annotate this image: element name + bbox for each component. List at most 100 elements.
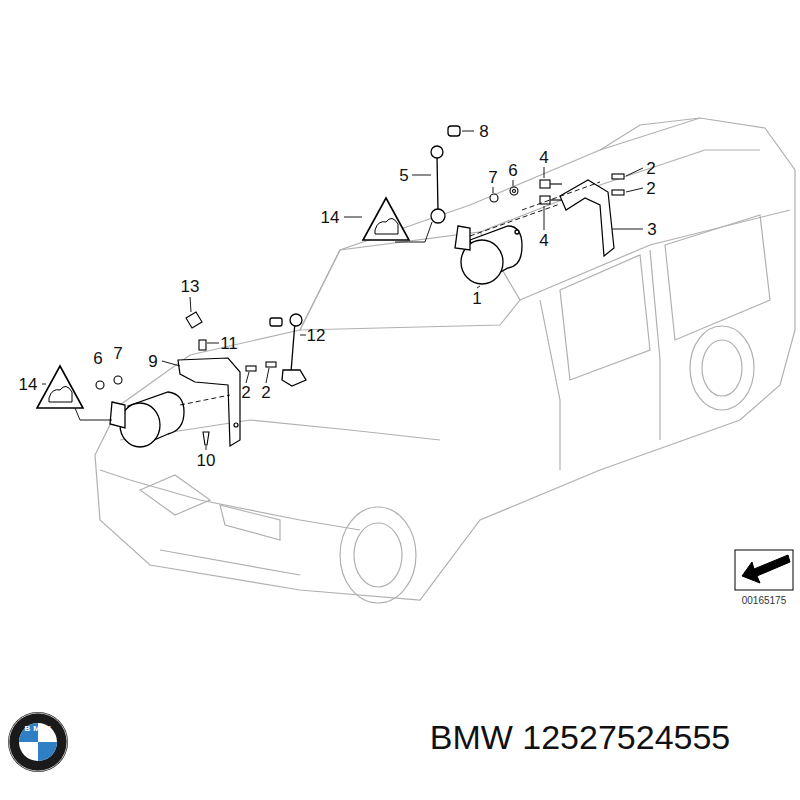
warning-triangle xyxy=(37,198,409,408)
leader-lines-part xyxy=(75,408,112,420)
leader-lines-part xyxy=(190,297,191,312)
bmw-logo-part xyxy=(19,723,57,761)
leader-lines-part xyxy=(206,446,207,450)
callout-number: 7 xyxy=(113,345,122,362)
bracket-part xyxy=(234,423,238,427)
callout-number: 8 xyxy=(479,123,488,140)
car-outline-part xyxy=(354,523,402,587)
screws-part xyxy=(510,187,518,195)
car-outline-part xyxy=(560,255,650,380)
link-rod-part xyxy=(448,126,460,136)
leader-lines-part xyxy=(266,368,269,383)
screws-part xyxy=(96,381,104,389)
fog-lamp-left-part xyxy=(110,402,125,428)
leader-lines-part xyxy=(300,335,306,336)
leader-lines-part xyxy=(513,180,514,186)
screws-part xyxy=(612,174,624,179)
car-outline xyxy=(95,118,795,603)
warning-triangle-part xyxy=(363,198,409,240)
callout-number: 14 xyxy=(19,376,38,393)
car-outline-part xyxy=(540,300,560,470)
leader-lines-part xyxy=(477,286,480,288)
leader-lines-part xyxy=(462,131,474,132)
bracket-part xyxy=(560,180,614,256)
screws-part xyxy=(490,194,498,202)
car-outline-part xyxy=(300,232,520,330)
link-rod-part xyxy=(431,209,445,223)
warning-triangle-part xyxy=(37,366,83,408)
callout-number: 7 xyxy=(488,169,497,186)
link-rod-part xyxy=(290,314,302,326)
bracket xyxy=(178,180,614,446)
fog-lamp-right xyxy=(455,226,522,284)
screws-part xyxy=(246,366,256,371)
screws-part xyxy=(550,199,562,200)
screws-part xyxy=(513,190,516,193)
leader-lines-part xyxy=(626,168,643,176)
car-outline-part xyxy=(520,210,790,300)
car-outline-part xyxy=(340,507,416,603)
leader-lines-part xyxy=(612,229,643,230)
leader-lines-part xyxy=(246,372,249,383)
arrow-symbol-part xyxy=(735,550,793,590)
link-rod-part xyxy=(437,156,438,212)
car-outline-part xyxy=(665,215,770,340)
car-outline-part xyxy=(480,150,760,232)
warning-triangle-part xyxy=(49,386,72,402)
callout-number: 2 xyxy=(646,180,655,197)
link-rod-part xyxy=(431,146,443,158)
leader-lines-part xyxy=(493,187,494,193)
bmw-logo-part xyxy=(8,712,68,772)
callout-number: 6 xyxy=(508,162,517,179)
car-outline-part xyxy=(220,505,280,540)
arrow-symbol-part xyxy=(742,555,790,583)
callout-number: 2 xyxy=(241,384,250,401)
bmw-logo xyxy=(8,712,68,772)
link-rod-part xyxy=(270,318,282,326)
callout-number: 14 xyxy=(321,209,340,226)
screws-part xyxy=(114,376,122,384)
callout-number: 2 xyxy=(261,384,270,401)
callout-number: 10 xyxy=(197,452,216,469)
fog-lamp-right-part xyxy=(515,230,519,234)
screws-part xyxy=(186,312,202,328)
callout-number: 6 xyxy=(93,350,102,367)
leader-lines-part xyxy=(412,175,431,176)
leader-lines-part xyxy=(544,167,545,178)
screws xyxy=(96,174,624,445)
leader-lines-part xyxy=(522,182,600,210)
screws-part xyxy=(199,340,206,350)
drawing-number: 00165175 xyxy=(742,596,787,606)
warning-triangle-part xyxy=(375,218,398,234)
arrow-symbol xyxy=(735,550,793,590)
fog-lamp-right-part xyxy=(455,226,470,250)
callout-number: 11 xyxy=(220,335,238,352)
car-outline-part xyxy=(600,118,700,150)
screws-part xyxy=(550,183,562,184)
callout-number: 1 xyxy=(472,290,481,307)
car-outline-part xyxy=(690,326,754,410)
car-outline-part xyxy=(702,340,742,396)
bmw-logo-part xyxy=(38,742,57,761)
car-outline-part xyxy=(650,250,660,440)
leader-lines-part xyxy=(42,384,46,385)
callout-number: 13 xyxy=(181,278,200,295)
screws-part xyxy=(266,362,276,367)
car-outline-part xyxy=(130,480,360,530)
fog-lamp-left-part xyxy=(120,403,160,447)
link-rod xyxy=(270,126,460,386)
bmw-logo-part xyxy=(9,713,67,771)
logo-text: BMW xyxy=(25,725,54,733)
screws-part xyxy=(612,190,624,195)
callout-number: 3 xyxy=(647,221,656,238)
car-outline-part xyxy=(95,118,795,600)
callout-number: 4 xyxy=(539,149,548,166)
fog-lamp-left xyxy=(110,392,184,447)
leader-lines xyxy=(42,131,643,450)
screws-part xyxy=(540,180,550,188)
car-outline-part xyxy=(160,550,300,575)
callout-number: 2 xyxy=(646,160,655,177)
leader-lines-part xyxy=(180,395,230,405)
